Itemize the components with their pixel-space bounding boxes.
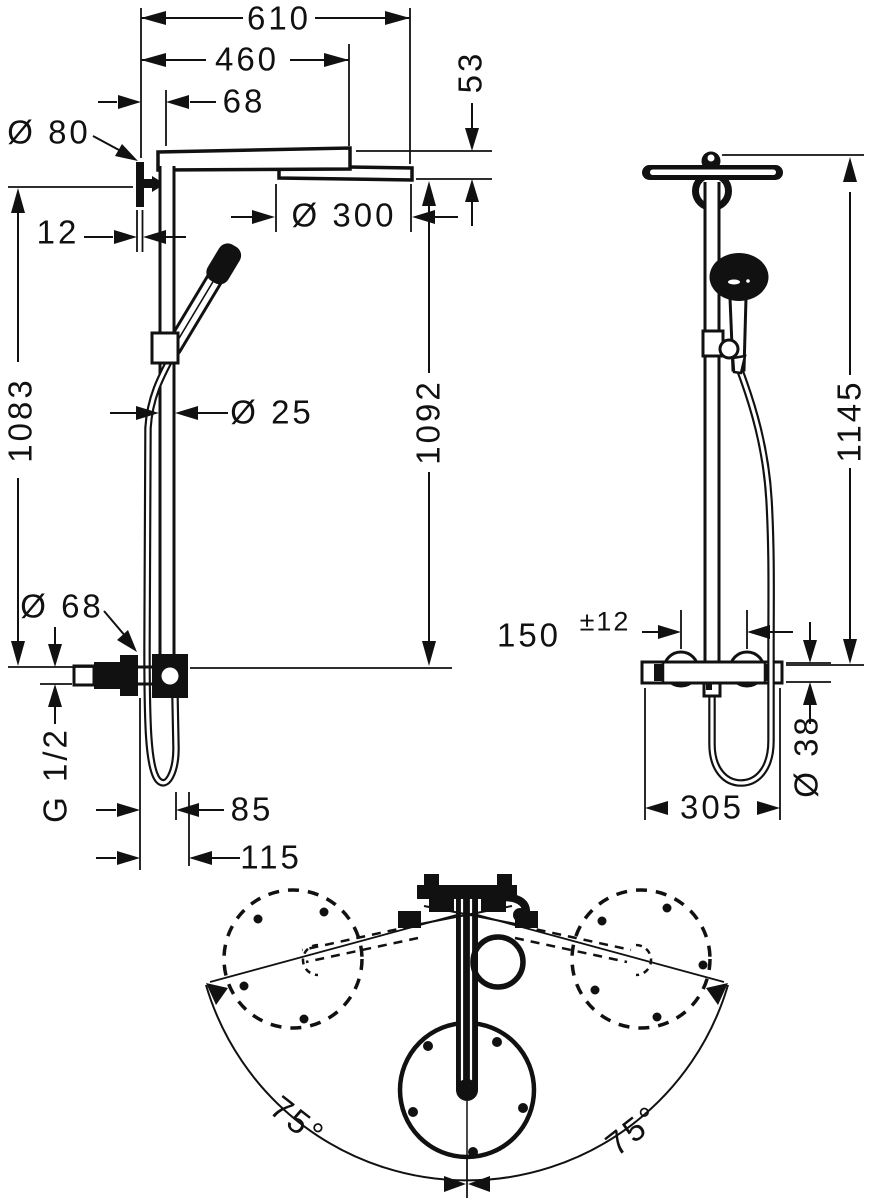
dim-label-valve-width: 305 bbox=[679, 788, 745, 826]
dim-label-hose-inner: 85 bbox=[230, 790, 274, 828]
hand-shower-front bbox=[701, 253, 769, 375]
dimensions-side bbox=[8, 8, 492, 870]
dim-label-escutcheon-bottom: Ø 68 bbox=[20, 587, 104, 625]
dim-label-supply-tolerance: ±12 bbox=[579, 606, 631, 637]
dim-label-wall-offset: 68 bbox=[222, 82, 266, 120]
dim-label-drop-height: 53 bbox=[451, 50, 489, 94]
dim-label-escutcheon-top: Ø 80 bbox=[7, 113, 91, 151]
front-view bbox=[640, 151, 864, 820]
dim-label-total-height: 1145 bbox=[830, 379, 868, 463]
dim-label-bracket-height: 1083 bbox=[1, 377, 39, 463]
side-view bbox=[8, 8, 492, 870]
top-view bbox=[205, 874, 729, 1198]
dim-label-arm-projection: 460 bbox=[214, 40, 280, 78]
swivel-position-left bbox=[222, 888, 419, 1030]
shower-hose-front bbox=[702, 366, 775, 787]
shower-hose-side bbox=[143, 350, 180, 787]
dim-label-total-width: 610 bbox=[246, 0, 312, 37]
dimensions-front bbox=[642, 154, 864, 820]
dim-label-valve-diameter: Ø 38 bbox=[787, 714, 825, 798]
arm-and-bracket-top bbox=[398, 874, 538, 1101]
dim-label-pipe-diameter: Ø 25 bbox=[230, 393, 314, 431]
dim-label-head-height: 1092 bbox=[409, 379, 447, 465]
dim-label-supply-spacing: 150 bbox=[496, 616, 562, 654]
riser-pipe-side bbox=[158, 166, 176, 656]
riser-pipe-front bbox=[703, 182, 721, 662]
dim-label-head-diameter: Ø 300 bbox=[291, 196, 397, 234]
dim-label-hose-outer: 115 bbox=[240, 838, 302, 876]
dim-label-thread-size: G 1/2 bbox=[36, 727, 74, 823]
dim-label-bracket-depth: 12 bbox=[36, 213, 80, 251]
overhead-shower-side bbox=[156, 146, 414, 182]
slider-clamp-side bbox=[150, 331, 180, 365]
swivel-position-right bbox=[514, 888, 712, 1030]
thermostat-valve bbox=[640, 660, 784, 685]
supply-connection-side bbox=[72, 654, 188, 698]
